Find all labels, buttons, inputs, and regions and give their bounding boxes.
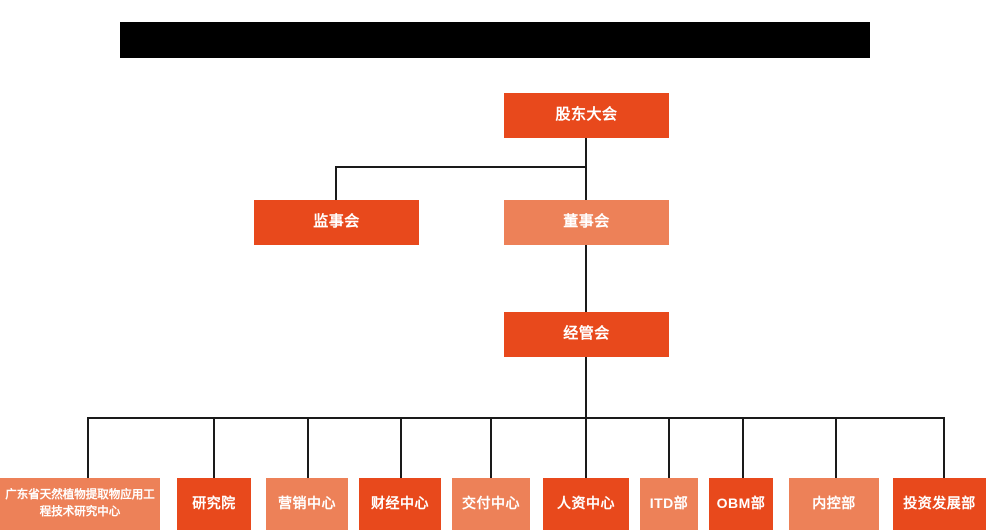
connector-level2-bus xyxy=(335,166,587,168)
connector-n1-down xyxy=(585,138,587,168)
node-board-of-supervisors[interactable]: 监事会 xyxy=(254,200,419,245)
node-marketing-center[interactable]: 营销中心 xyxy=(266,478,348,530)
node-itd-department[interactable]: ITD部 xyxy=(640,478,698,530)
node-management-committee[interactable]: 经管会 xyxy=(504,312,669,357)
connector-to-directors xyxy=(585,166,587,200)
node-investment-development-department[interactable]: 投资发展部 xyxy=(893,478,986,530)
node-board-of-directors[interactable]: 董事会 xyxy=(504,200,669,245)
node-finance-center[interactable]: 财经中心 xyxy=(359,478,441,530)
connector-drop-10 xyxy=(943,417,945,478)
connector-drop-6 xyxy=(585,417,587,478)
connector-drop-2 xyxy=(213,417,215,478)
node-obm-department[interactable]: OBM部 xyxy=(709,478,773,530)
connector-to-supervisors xyxy=(335,166,337,200)
node-hr-center[interactable]: 人资中心 xyxy=(543,478,629,530)
connector-drop-7 xyxy=(668,417,670,478)
connector-management-down xyxy=(585,357,587,419)
connector-drop-4 xyxy=(400,417,402,478)
redacted-title-bar xyxy=(120,22,870,58)
connector-drop-9 xyxy=(835,417,837,478)
connector-directors-to-management xyxy=(585,245,587,312)
connector-drop-1 xyxy=(87,417,89,478)
node-internal-control-department[interactable]: 内控部 xyxy=(789,478,879,530)
connector-drop-5 xyxy=(490,417,492,478)
connector-drop-8 xyxy=(742,417,744,478)
connector-leaf-bus xyxy=(87,417,945,419)
node-guangdong-plant-extract-research-center[interactable]: 广东省天然植物提取物应用工程技术研究中心 xyxy=(0,478,160,530)
node-research-institute[interactable]: 研究院 xyxy=(177,478,251,530)
connector-drop-3 xyxy=(307,417,309,478)
node-shareholders-meeting[interactable]: 股东大会 xyxy=(504,93,669,138)
node-delivery-center[interactable]: 交付中心 xyxy=(452,478,530,530)
